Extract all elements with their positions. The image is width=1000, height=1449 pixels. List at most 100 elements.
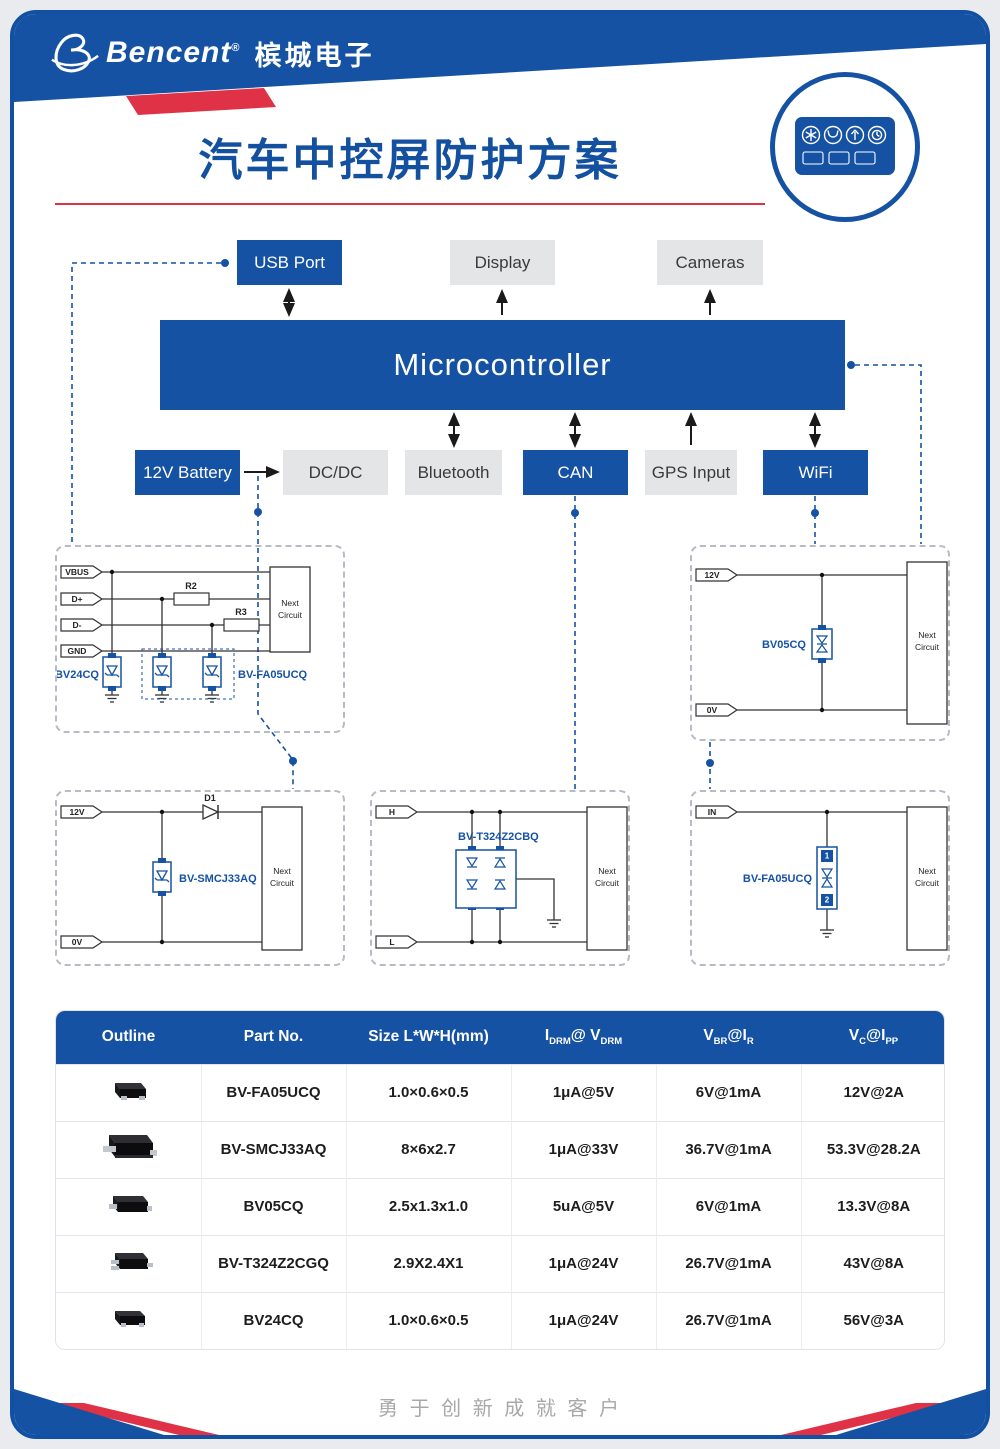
- table-row: BV-FA05UCQ 1.0×0.6×0.5 1μA@5V 6V@1mA 12V…: [56, 1063, 944, 1121]
- part-label-bv-fa05ucq: BV-FA05UCQ: [743, 873, 813, 885]
- wifi-protection-circuit-panel: 12V 0V BV05CQ Next Circuit: [690, 545, 950, 741]
- gps-protection-circuit-panel: IN 1 2 BV-FA05UCQ Next Circuit: [690, 790, 950, 966]
- diagram-box-bluetooth: Bluetooth: [405, 450, 502, 495]
- chip-photo: [115, 1311, 146, 1328]
- wifi-pin-12v: 12V: [704, 570, 719, 580]
- header-band: [14, 14, 986, 115]
- size-cell: 1.0×0.6×0.5: [345, 1063, 511, 1121]
- col-part-no: Part No.: [201, 1011, 346, 1064]
- ground-symbol: [819, 929, 835, 938]
- table-row: BV-T324Z2CGQ 2.9X2.4X1 1μA@24V 26.7V@1mA…: [56, 1234, 944, 1292]
- part-no-cell: BV05CQ: [200, 1177, 346, 1235]
- brand-name: Bencent®: [106, 36, 241, 69]
- ground-symbol: [546, 919, 562, 928]
- footer-deco: [14, 1389, 986, 1435]
- part-no-cell: BV24CQ: [200, 1291, 346, 1349]
- diode-d1-label: D1: [204, 793, 216, 803]
- chip-photo-cell: [56, 1234, 201, 1292]
- size-cell: 2.9X2.4X1: [345, 1234, 511, 1292]
- idrm-cell: 1μA@24V: [510, 1234, 656, 1292]
- tvs-diode-symbol: [202, 652, 222, 692]
- diagram-box-display: Display: [450, 240, 555, 285]
- vc-cell: 53.3V@28.2A: [800, 1120, 944, 1178]
- idrm-cell: 1μA@33V: [510, 1120, 656, 1178]
- diagram-box-12v-battery: 12V Battery: [135, 450, 240, 495]
- chip-photo: [103, 1134, 158, 1158]
- col-size: Size L*W*H(mm): [346, 1011, 511, 1064]
- chip-photo: [115, 1082, 147, 1100]
- can-pin-l: L: [389, 937, 394, 947]
- col-vbr: VBR@IR: [656, 1011, 801, 1064]
- phone-icon: [827, 130, 839, 138]
- idrm-cell: 1μA@24V: [510, 1291, 656, 1349]
- arrow-up-icon: [850, 129, 860, 140]
- col-idrm: IDRM@ VDRM: [511, 1011, 656, 1064]
- car-dashboard-badge: [770, 72, 920, 222]
- tvs-diode-symbol: [102, 652, 122, 692]
- part-label-bv05cq: BV05CQ: [762, 639, 806, 651]
- can-protection-circuit-panel: H L BV-T324Z2CBQ Next Circuit: [370, 790, 630, 966]
- next-circuit-label: Circuit: [278, 610, 303, 620]
- chip-photo-cell: [56, 1063, 201, 1121]
- vbr-cell: 26.7V@1mA: [655, 1234, 801, 1292]
- vc-cell: 13.3V@8A: [800, 1177, 944, 1235]
- dashboard-screen-icon: [795, 117, 895, 175]
- spec-table: Outline Part No. Size L*W*H(mm) IDRM@ VD…: [55, 1010, 945, 1350]
- diagram-box-wifi: WiFi: [763, 450, 868, 495]
- next-circuit-label: Circuit: [595, 878, 620, 888]
- next-circuit-label: Next: [273, 866, 291, 876]
- idrm-cell: 1μA@5V: [510, 1063, 656, 1121]
- vc-cell: 43V@8A: [800, 1234, 944, 1292]
- header-red-accent: [126, 88, 276, 115]
- table-header-row: Outline Part No. Size L*W*H(mm) IDRM@ VD…: [56, 1011, 944, 1064]
- footer-blue-wedge-right: [836, 1389, 986, 1435]
- battery-protection-circuit-panel: 12V 0V D1 BV-SMCJ33AQ Next Circuit: [55, 790, 345, 966]
- ground-symbol: [104, 694, 120, 703]
- next-circuit-label: Circuit: [915, 878, 940, 888]
- fan-icon: [805, 129, 817, 141]
- diagram-box-cameras: Cameras: [657, 240, 763, 285]
- chip-photo: [109, 1195, 153, 1212]
- vbr-cell: 36.7V@1mA: [655, 1120, 801, 1178]
- bencent-logo-icon: [51, 33, 99, 73]
- usb-pin-gnd: GND: [68, 646, 87, 656]
- can-pin-h: H: [389, 807, 395, 817]
- chip-photo: [111, 1252, 154, 1270]
- part-no-cell: BV-SMCJ33AQ: [200, 1120, 346, 1178]
- next-circuit-label: Next: [918, 630, 936, 640]
- footer-blue-wedge-left: [14, 1389, 164, 1435]
- usb-protection-circuit-panel: VBUS D+ D- GND R2 R3 BV24CQ BV-FA05UCQ N…: [55, 545, 345, 733]
- usb-pin-vbus: VBUS: [65, 567, 89, 577]
- chip-photo-cell: [56, 1291, 201, 1349]
- col-vc: VC@IPP: [801, 1011, 944, 1064]
- part-no-cell: BV-FA05UCQ: [200, 1063, 346, 1121]
- vc-cell: 12V@2A: [800, 1063, 944, 1121]
- pad-2-label: 2: [825, 896, 830, 905]
- table-row: BV24CQ 1.0×0.6×0.5 1μA@24V 26.7V@1mA 56V…: [56, 1291, 944, 1349]
- diagram-box-usb-port: USB Port: [237, 240, 342, 285]
- part-no-cell: BV-T324Z2CGQ: [200, 1234, 346, 1292]
- next-circuit-label: Next: [598, 866, 616, 876]
- header-blue-band: [14, 14, 986, 102]
- vbr-cell: 26.7V@1mA: [655, 1291, 801, 1349]
- footer-slogan: 勇 于 创 新 成 就 客 户: [378, 1398, 622, 1420]
- battery-pin-12v: 12V: [69, 807, 84, 817]
- table-row: BV-SMCJ33AQ 8×6x2.7 1μA@33V 36.7V@1mA 53…: [56, 1120, 944, 1178]
- vbr-cell: 6V@1mA: [655, 1063, 801, 1121]
- page-title: 汽车中控屏防护方案: [198, 136, 622, 185]
- col-outline: Outline: [56, 1011, 201, 1064]
- part-label-bv-smcj33aq: BV-SMCJ33AQ: [179, 873, 257, 885]
- diagram-box-dcdc: DC/DC: [283, 450, 388, 495]
- idrm-cell: 5uA@5V: [510, 1177, 656, 1235]
- brand-name-cn: 槟城电子: [254, 40, 375, 71]
- next-circuit-label: Circuit: [915, 642, 940, 652]
- battery-pin-0v: 0V: [72, 937, 83, 947]
- vbr-cell: 6V@1mA: [655, 1177, 801, 1235]
- registered-mark: ®: [231, 42, 241, 54]
- usb-pin-dplus: D+: [71, 594, 82, 604]
- brand-logo: Bencent® 槟城电子: [50, 30, 374, 76]
- gps-pin-in: IN: [708, 807, 717, 817]
- tvs-diode-symbol: [152, 857, 172, 897]
- size-cell: 8×6x2.7: [345, 1120, 511, 1178]
- part-label-bv-fa05ucq: BV-FA05UCQ: [238, 669, 308, 681]
